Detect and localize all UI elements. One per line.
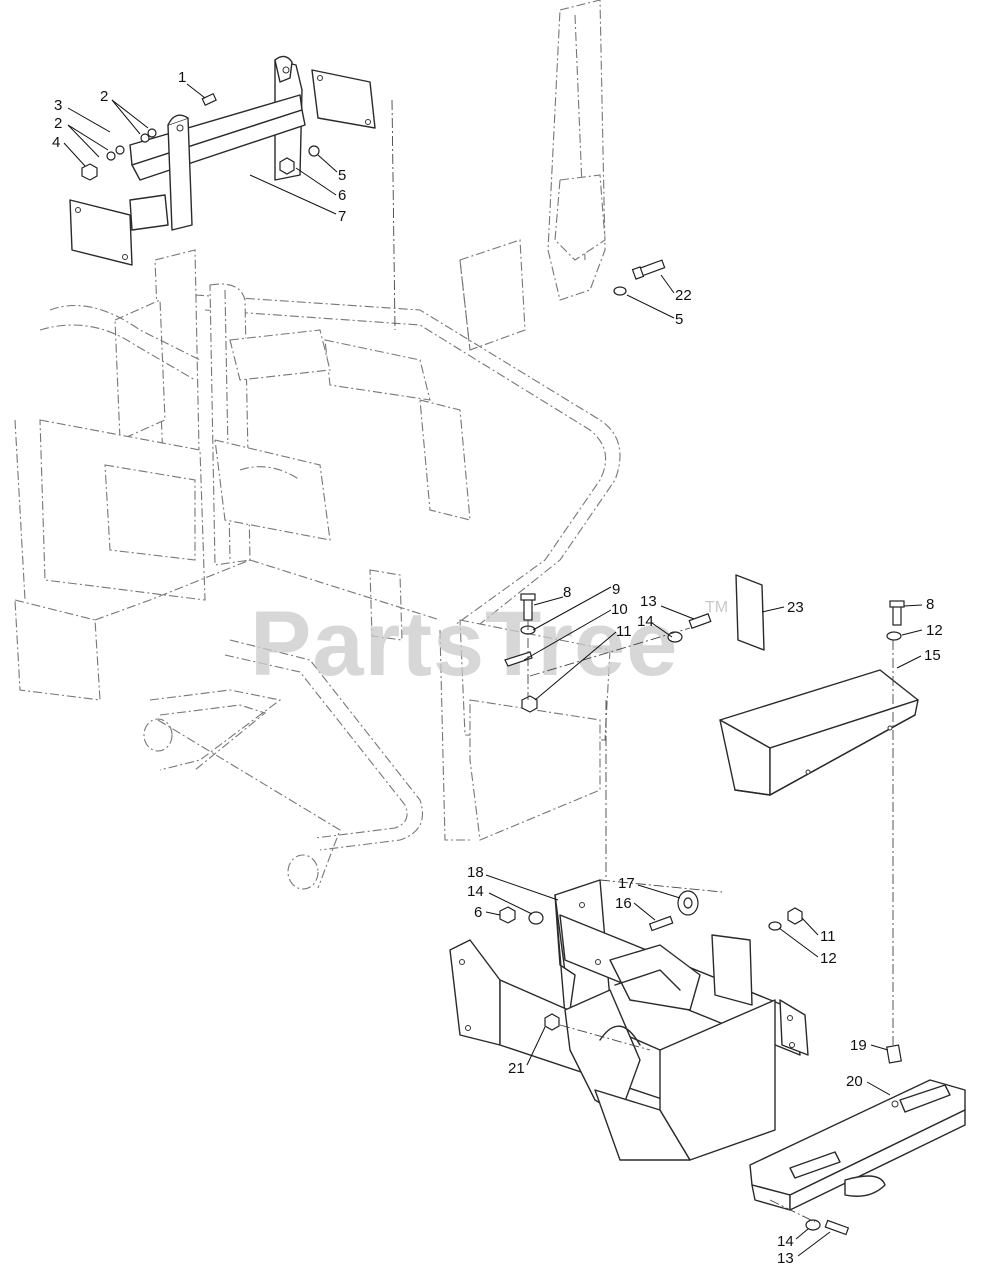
callout-1: 1 (178, 69, 186, 86)
callout-22: 22 (675, 287, 692, 304)
callout-21: 21 (508, 1060, 525, 1077)
callout-8: 8 (926, 596, 934, 613)
callout-17: 17 (618, 875, 635, 892)
callout-10: 10 (611, 601, 628, 618)
callout-7: 7 (338, 208, 346, 225)
callout-labels: 1 2 3 2 4 5 6 7 22 5 8 9 10 11 13 14 23 … (52, 69, 943, 1267)
leader-lines (63, 83, 923, 1257)
callout-4: 4 (52, 134, 60, 151)
rear-hitch-assembly (449, 700, 809, 1161)
callout-18: 18 (467, 864, 484, 881)
callout-6: 6 (474, 904, 482, 921)
drawbar (749, 1044, 966, 1211)
callout-15: 15 (924, 647, 941, 664)
callout-19: 19 (850, 1037, 867, 1054)
callout-5: 5 (338, 167, 346, 184)
callout-20: 20 (846, 1073, 863, 1090)
callout-14: 14 (777, 1233, 794, 1250)
callout-14: 14 (467, 883, 484, 900)
callout-2: 2 (100, 88, 108, 105)
heat-shield (719, 669, 919, 796)
callout-16: 16 (615, 895, 632, 912)
watermark-partstree: PartsTree (250, 593, 678, 695)
callout-12: 12 (926, 622, 943, 639)
callout-23: 23 (787, 599, 804, 616)
front-hitch-bracket (69, 55, 396, 331)
callout-8: 8 (563, 584, 571, 601)
callout-14: 14 (637, 613, 654, 630)
hitch-hardware (499, 890, 803, 1051)
callout-3: 3 (54, 97, 62, 114)
callout-13: 13 (640, 593, 657, 610)
callout-2: 2 (54, 115, 62, 132)
callout-6: 6 (338, 187, 346, 204)
watermark-trademark: TM (705, 599, 728, 616)
callout-13: 13 (777, 1250, 794, 1267)
top-right-hardware (613, 259, 666, 296)
callout-12: 12 (820, 950, 837, 967)
callout-9: 9 (612, 581, 620, 598)
middle-hardware (504, 593, 712, 713)
callout-11: 11 (820, 928, 836, 945)
bottom-hardware (769, 1199, 850, 1236)
decal (735, 574, 765, 651)
callout-5: 5 (675, 311, 683, 328)
mower-frame (14, 0, 621, 890)
callout-11: 11 (616, 623, 632, 640)
right-top-hardware (886, 600, 905, 1045)
top-left-hardware (81, 92, 320, 181)
